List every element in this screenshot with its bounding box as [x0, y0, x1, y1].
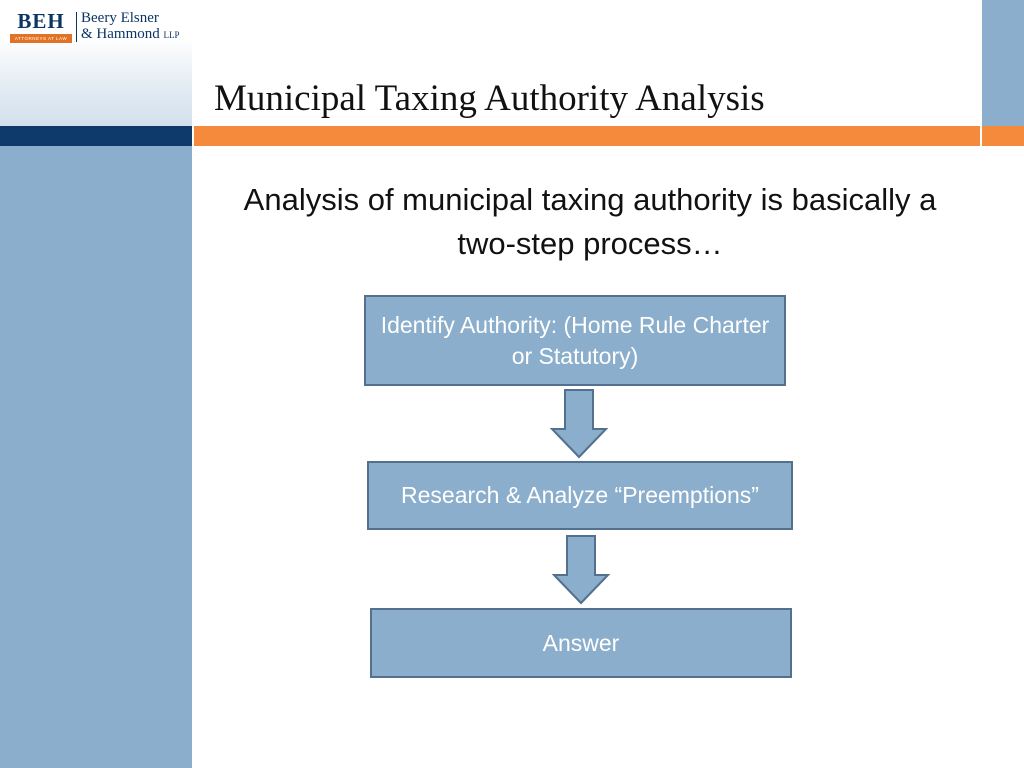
flow-step-label: Identify Authority: (Home Rule Charter o…	[380, 311, 770, 369]
logo-tagline-bar	[10, 34, 72, 43]
logo-name-suffix: LLP	[163, 30, 180, 40]
slide-title: Municipal Taxing Authority Analysis	[214, 78, 765, 119]
logo-tagline: ATTORNEYS AT LAW	[14, 36, 68, 41]
firm-logo: BEH ATTORNEYS AT LAW Beery Elsner & Hamm…	[10, 10, 182, 44]
logo-firm-name: Beery Elsner & Hammond LLP	[81, 10, 186, 43]
logo-area: BEH ATTORNEYS AT LAW Beery Elsner & Hamm…	[0, 0, 192, 126]
logo-name-line-2: & Hammond LLP	[81, 26, 186, 43]
flow-step-answer: Answer	[370, 608, 792, 678]
header-orange-bar	[194, 126, 980, 146]
down-arrow-icon	[551, 535, 611, 605]
flow-step-identify-authority: Identify Authority: (Home Rule Charter o…	[364, 295, 786, 386]
logo-letters: BEH	[17, 9, 65, 33]
right-accent-strip-lower	[982, 126, 1024, 146]
logo-name-line-1: Beery Elsner	[81, 10, 159, 26]
header-navy-bar	[0, 126, 192, 146]
intro-text: Analysis of municipal taxing authority i…	[243, 182, 937, 261]
logo-mark: BEH ATTORNEYS AT LAW	[10, 10, 72, 43]
right-accent-strip	[982, 0, 1024, 126]
flow-step-label: Answer	[542, 629, 620, 656]
logo-divider	[76, 12, 77, 42]
flow-step-label: Research & Analyze “Preemptions”	[401, 482, 759, 508]
flow-step-research-preemptions: Research & Analyze “Preemptions”	[367, 461, 793, 530]
down-arrow-icon	[549, 389, 609, 459]
logo-name-line-2-text: & Hammond	[81, 26, 160, 42]
